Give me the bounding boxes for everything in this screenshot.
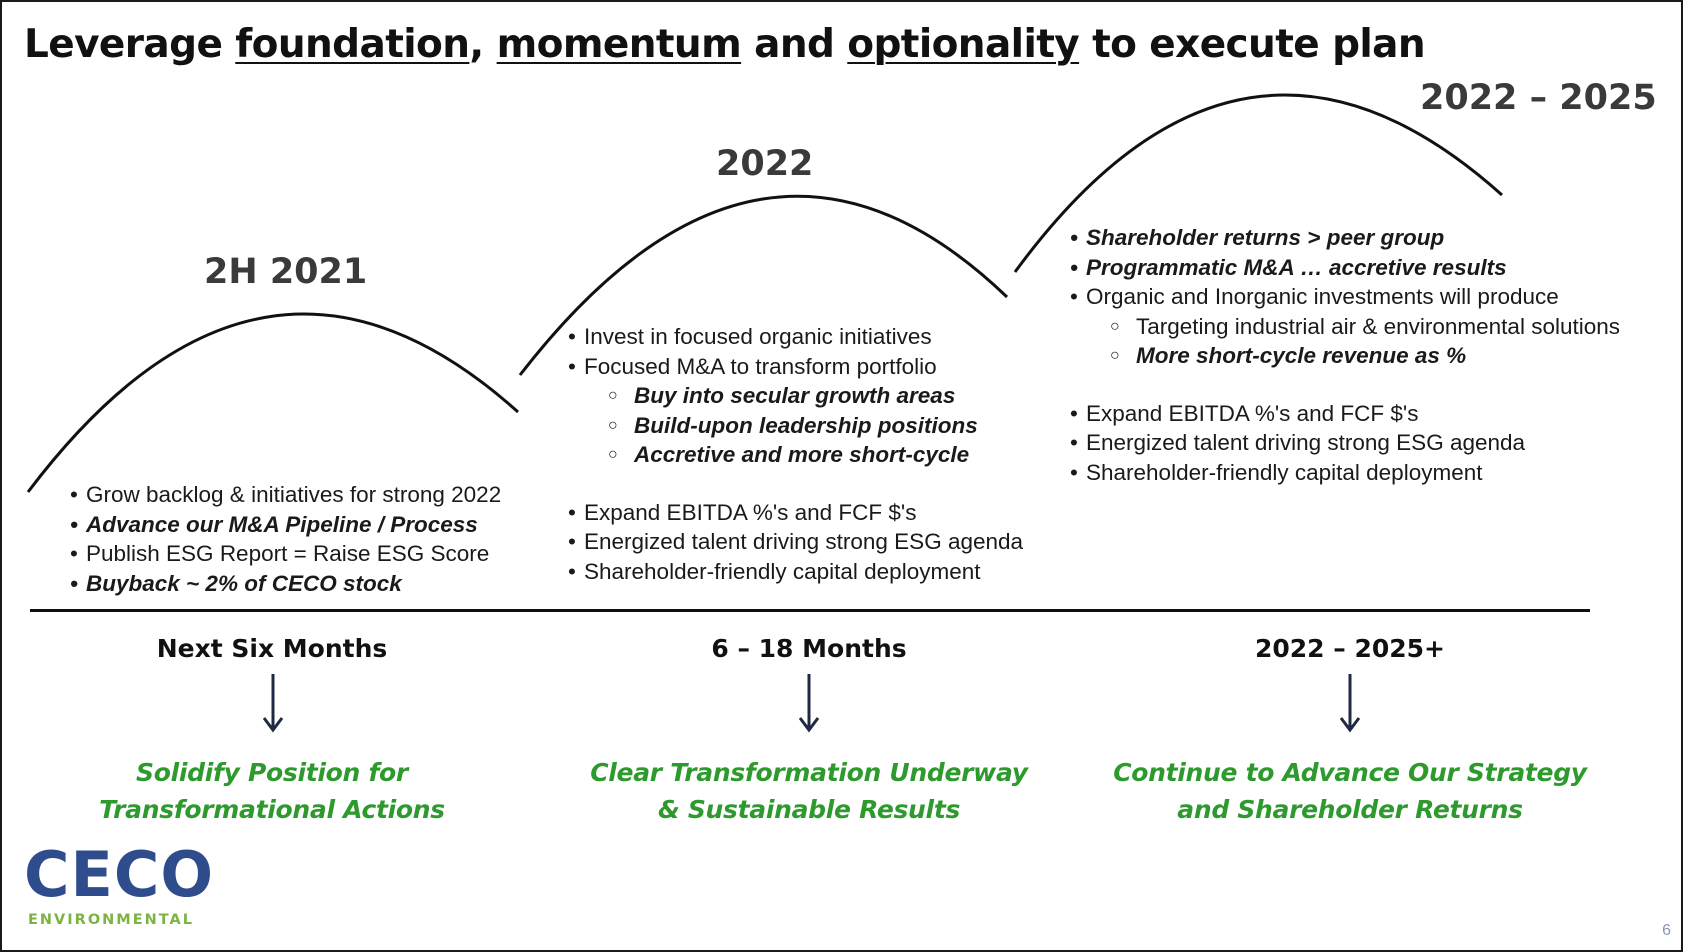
arc-phase-1 [26,312,520,493]
list-item: Shareholder returns > peer group [1070,223,1620,253]
arc-phase-3 [1013,93,1504,273]
list-item: Expand EBITDA %'s and FCF $'s [568,498,1023,528]
ceco-logo-wordmark: CECO [24,838,215,911]
list-item: Programmatic M&A … accretive results [1070,253,1620,283]
page-number: 6 [1662,922,1671,939]
outcome-phase-2: Clear Transformation Underway & Sustaina… [529,754,1089,828]
list-item: Publish ESG Report = Raise ESG Score [70,539,501,569]
outcome-line: and Shareholder Returns [1177,795,1523,824]
list-item: Energized talent driving strong ESG agen… [568,527,1023,557]
phase-3-bullets: Shareholder returns > peer group Program… [1070,223,1620,487]
list-item: Buy into secular growth areas [568,381,1023,411]
list-item: Targeting industrial air & environmental… [1070,312,1620,342]
outcome-phase-1: Solidify Position for Transformational A… [2,754,552,828]
ceco-logo-subtitle: ENVIRONMENTAL [28,912,194,928]
list-item: Expand EBITDA %'s and FCF $'s [1070,399,1620,429]
down-arrow-icon [798,674,820,733]
list-item: Buyback ~ 2% of CECO stock [70,569,501,599]
phase-1-bullets: Grow backlog & initiatives for strong 20… [70,480,501,598]
title-keyword-momentum: momentum [496,22,742,67]
list-item: Advance our M&A Pipeline / Process [70,510,501,540]
title-keyword-foundation: foundation [235,22,470,67]
arc-phase-2 [518,194,1009,376]
outcome-line: Solidify Position for [136,758,408,787]
outcome-line: Transformational Actions [99,795,445,824]
list-item: Build-upon leadership positions [568,411,1023,441]
title-text-3: and [741,22,848,67]
title-text-2: , [469,22,497,67]
period-label-2022-2025-plus: 2022 – 2025+ [1254,634,1445,663]
list-item: Focused M&A to transform portfolio [568,352,1023,382]
timeline-axis [30,609,1590,612]
title-text-1: Leverage [24,22,236,67]
phase-2-bullets: Invest in focused organic initiatives Fo… [568,322,1023,586]
list-item: More short-cycle revenue as % [1070,341,1620,371]
list-item: Invest in focused organic initiatives [568,322,1023,352]
title-keyword-optionality: optionality [847,22,1080,67]
list-item: Accretive and more short-cycle [568,440,1023,470]
down-arrow-icon [262,674,284,733]
outcome-line: Continue to Advance Our Strategy [1113,758,1587,787]
outcome-phase-3: Continue to Advance Our Strategy and Sha… [1070,754,1630,828]
list-item: Grow backlog & initiatives for strong 20… [70,480,501,510]
period-label-next-six-months: Next Six Months [156,634,388,663]
period-label-6-18-months: 6 – 18 Months [711,634,907,663]
down-arrow-icon [1339,674,1361,733]
list-item: Organic and Inorganic investments will p… [1070,282,1620,312]
list-item: Energized talent driving strong ESG agen… [1070,428,1620,458]
list-item: Shareholder-friendly capital deployment [1070,458,1620,488]
title-text-4: to execute plan [1079,22,1426,67]
phase-label-2022: 2022 [716,144,814,184]
slide-title: Leverage foundation, momentum and option… [24,22,1426,67]
outcome-line: Clear Transformation Underway [590,758,1028,787]
phase-label-2022-2025: 2022 – 2025 [1420,78,1657,118]
outcome-line: & Sustainable Results [657,795,961,824]
phase-label-2h-2021: 2H 2021 [204,252,368,292]
list-item: Shareholder-friendly capital deployment [568,557,1023,587]
